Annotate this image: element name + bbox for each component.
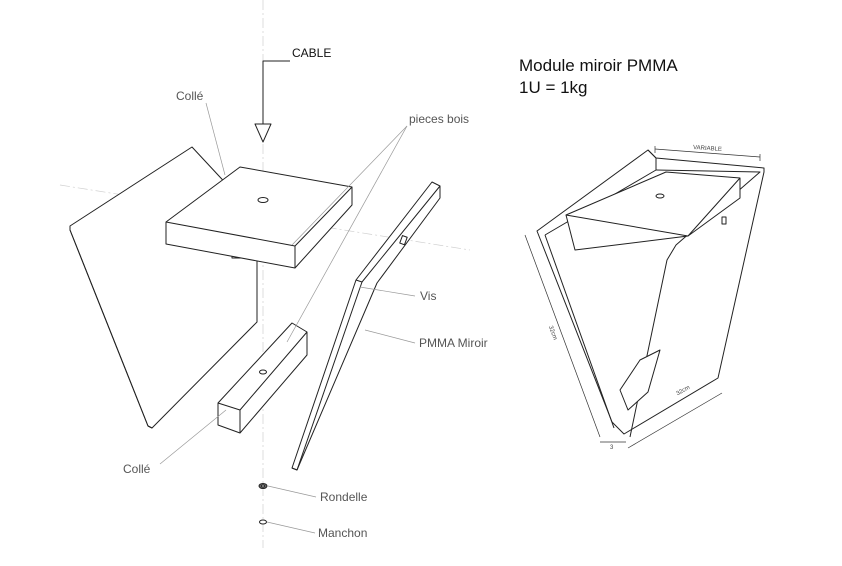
- dimension-lines: [524, 146, 761, 449]
- bottom-wood-piece: [217, 322, 308, 434]
- label-pmma-miroir: PMMA Miroir: [419, 336, 488, 350]
- label-manchon: Manchon: [318, 526, 368, 540]
- label-colle-top: Collé: [176, 89, 204, 103]
- label-vis: Vis: [420, 289, 437, 303]
- label-rondelle: Rondelle: [320, 490, 368, 504]
- title-weight: 1U = 1kg: [519, 78, 588, 97]
- assembled-module: [536, 149, 765, 438]
- label-pieces-bois: pieces bois: [409, 112, 470, 126]
- sleeve: [259, 519, 267, 525]
- cable-arrow: [254, 60, 290, 143]
- leader-lines: [159, 102, 416, 534]
- title-module: Module miroir PMMA: [519, 56, 678, 75]
- label-cable: CABLE: [292, 46, 332, 60]
- label-colle-bottom: Collé: [123, 462, 151, 476]
- washer: [258, 483, 268, 489]
- dimension-thickness: 3: [610, 445, 614, 451]
- pmma-mirror-panel: [291, 181, 441, 471]
- top-wood-piece: [165, 166, 353, 269]
